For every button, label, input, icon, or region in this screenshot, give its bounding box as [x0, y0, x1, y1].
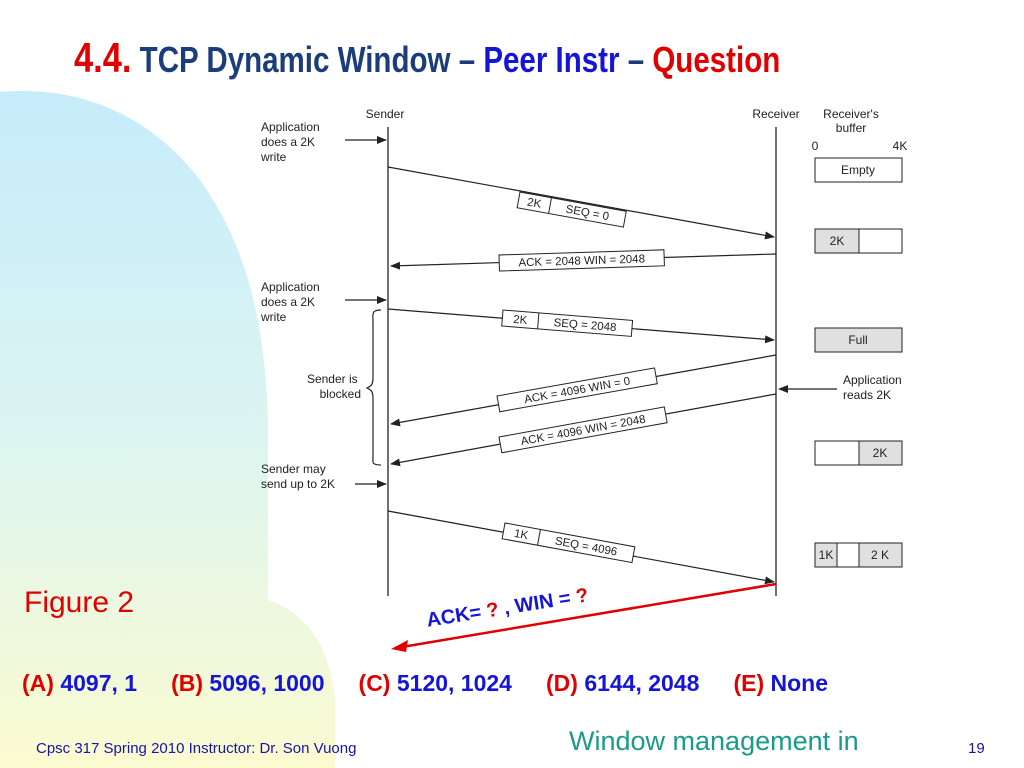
buffer-scale-end: 4K — [893, 139, 908, 153]
buffer-title-line-1: Receiver's — [823, 107, 879, 121]
segment-label-seq0: 2K SEQ = 0 — [516, 191, 627, 228]
answer-option-a[interactable]: (A) 4097, 1 — [22, 670, 138, 696]
segment-label-ack2048: ACK = 2048 WIN = 2048 — [498, 249, 665, 272]
note-sender-may: Sender may send up to 2K — [261, 462, 335, 491]
page-number: 19 — [968, 740, 985, 757]
answer-option-b[interactable]: (B) 5096, 1000 — [171, 670, 325, 696]
footer-topic: Window management in — [569, 726, 859, 756]
segment-label-seq4096: 1K SEQ = 4096 — [501, 522, 636, 564]
segment-label-ack4096-win2048: ACK = 4096 WIN = 2048 — [498, 406, 668, 454]
buffer-state-2k: 2K — [814, 228, 903, 254]
message-line-seq0 — [387, 166, 775, 240]
buffer-state-free-2k: 2K — [814, 440, 903, 466]
answer-option-e[interactable]: (E) None — [733, 670, 828, 696]
buffer-title-line-2: buffer — [836, 121, 866, 135]
svg-text:ACK = 2048 WIN = 2048: ACK = 2048 WIN = 2048 — [518, 253, 645, 269]
slide-title: 4.4. TCP Dynamic Window – Peer Instr – Q… — [74, 34, 780, 82]
title-part-question: Question — [652, 39, 781, 80]
note-sender-blocked: Sender is blocked — [307, 372, 361, 401]
svg-text:2 K: 2 K — [871, 548, 889, 562]
svg-text:SEQ = 2048: SEQ = 2048 — [553, 317, 617, 334]
footer-course: Cpsc 317 Spring 2010 Instructor: Dr. Son… — [36, 740, 357, 757]
tcp-window-diagram: Sender Receiver Receiver's buffer 0 4K A… — [260, 107, 908, 596]
buffer-state-1k-2k: 1K 2 K — [814, 542, 903, 568]
svg-text:2K: 2K — [513, 314, 528, 327]
svg-text:2K: 2K — [830, 234, 845, 248]
title-part-topic: TCP Dynamic Window – — [139, 39, 484, 80]
note-app-write-1: Application does a 2K write — [260, 120, 323, 164]
buffer-state-empty: Empty — [814, 157, 903, 183]
figure-label: Figure 2 — [24, 586, 135, 619]
svg-text:2K: 2K — [526, 197, 542, 211]
answer-option-d[interactable]: (D) 6144, 2048 — [545, 670, 700, 696]
title-part-dash: – — [619, 39, 653, 80]
buffer-scale-start: 0 — [812, 139, 819, 153]
title-part-peer: Peer Instr — [483, 39, 620, 80]
sender-blocked-brace — [365, 309, 382, 466]
svg-text:Empty: Empty — [841, 163, 875, 177]
note-app-reads: Application reads 2K — [843, 373, 905, 402]
note-app-write-2: Application does a 2K write — [260, 280, 323, 324]
answer-options: (A) 4097, 1 (B) 5096, 1000 (C) 5120, 1024 (… — [22, 670, 828, 697]
svg-text:2K: 2K — [873, 446, 888, 460]
answer-option-c[interactable]: (C) 5120, 1024 — [358, 670, 512, 696]
slide-number: 4.4. — [74, 34, 132, 81]
receiver-label: Receiver — [752, 107, 799, 121]
svg-text:Full: Full — [848, 333, 867, 347]
buffer-state-full: Full — [814, 327, 903, 353]
segment-label-seq2048: 2K SEQ = 2048 — [501, 309, 634, 337]
sender-label: Sender — [366, 107, 405, 121]
svg-text:1K: 1K — [513, 528, 529, 542]
svg-text:1K: 1K — [819, 548, 834, 562]
segment-label-ack4096-win0: ACK = 4096 WIN = 0 — [496, 367, 658, 413]
